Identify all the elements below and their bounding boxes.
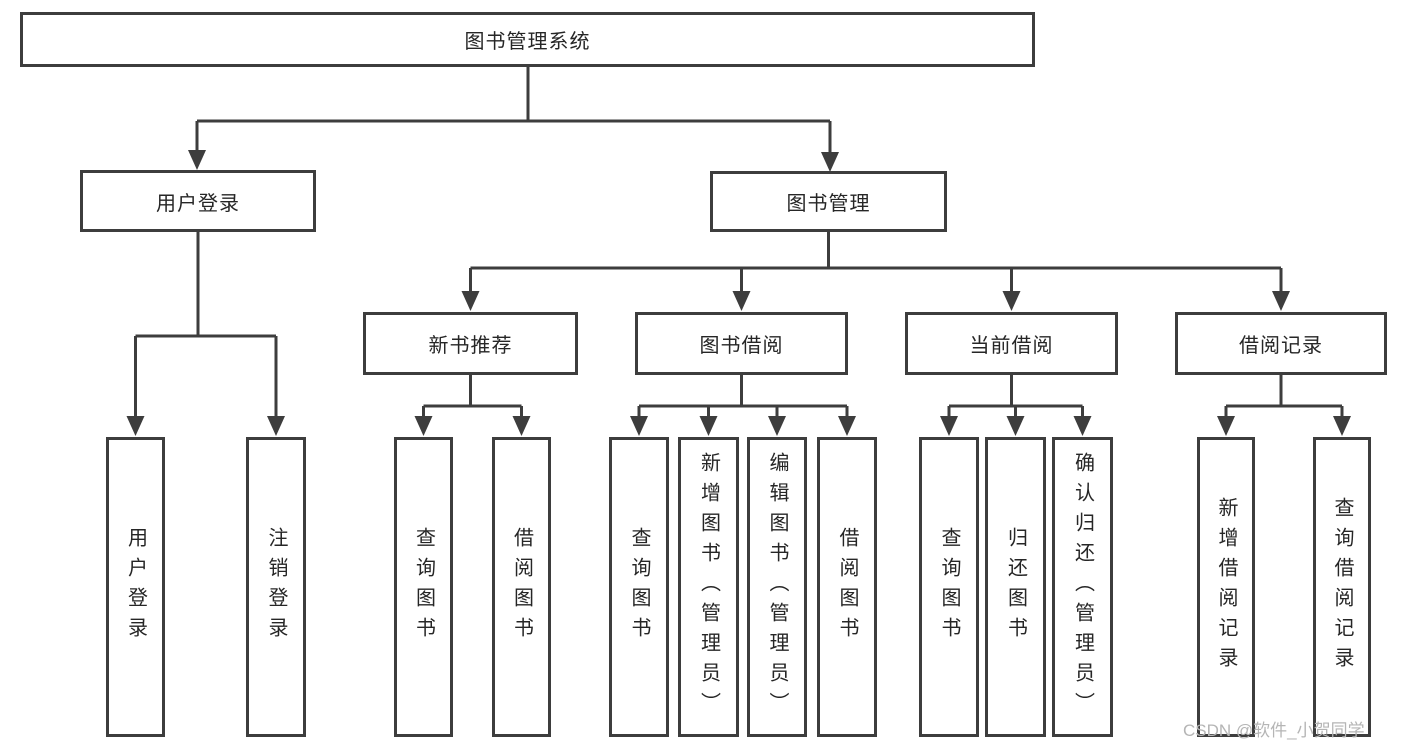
connector-user-login-children: [126, 232, 285, 436]
leaf-query-books-borrow-label: 查询图书: [628, 527, 650, 647]
leaf-logout-label: 注销登录: [265, 527, 287, 647]
node-user-login-label: 用户登录: [156, 192, 240, 215]
leaf-borrow-books: 借阅图书: [817, 437, 877, 737]
connector-current-borrow-children: [940, 375, 1092, 436]
leaf-add-borrow-record: 新增借阅记录: [1197, 437, 1255, 737]
leaf-query-books-recommend-label: 查询图书: [412, 527, 435, 647]
node-current-borrow-label: 当前借阅: [969, 335, 1054, 357]
leaf-user-login: 用户登录: [106, 437, 165, 737]
leaf-edit-books-admin-label: 编辑图书（管理员）: [766, 452, 788, 722]
leaf-borrow-books-recommend-label: 借阅图书: [510, 527, 533, 647]
leaf-add-borrow-record-label: 新增借阅记录: [1215, 497, 1237, 677]
leaf-add-books-admin: 新增图书（管理员）: [678, 437, 739, 737]
leaf-logout: 注销登录: [246, 437, 306, 737]
node-new-book-recommend-label: 新书推荐: [428, 335, 513, 357]
leaf-confirm-return-admin: 确认归还（管理员）: [1052, 437, 1113, 737]
node-new-book-recommend: 新书推荐: [363, 312, 578, 375]
leaf-borrow-books-label: 借阅图书: [836, 527, 858, 647]
leaf-borrow-books-recommend: 借阅图书: [492, 437, 551, 737]
node-current-borrow: 当前借阅: [905, 312, 1118, 375]
leaf-query-borrow-record-label: 查询借阅记录: [1331, 497, 1353, 677]
node-book-mgmt: 图书管理: [710, 171, 947, 232]
leaf-return-books-label: 归还图书: [1004, 527, 1027, 647]
connector-book-borrow-children: [630, 375, 856, 436]
node-user-login: 用户登录: [80, 170, 316, 232]
connector-book-mgmt-to-level3: [461, 232, 1290, 311]
node-book-borrow: 图书借阅: [635, 312, 848, 375]
node-root: 图书管理系统: [20, 12, 1035, 67]
leaf-query-books-borrow: 查询图书: [609, 437, 669, 737]
leaf-query-books-current: 查询图书: [919, 437, 979, 737]
node-book-mgmt-label: 图书管理: [786, 193, 871, 215]
csdn-watermark: CSDN @软件_小贺同学: [1183, 721, 1365, 740]
connector-borrow-records-children: [1217, 375, 1351, 436]
connector-new-book-children: [414, 375, 531, 436]
node-book-borrow-label: 图书借阅: [699, 335, 784, 357]
leaf-user-login-label: 用户登录: [124, 527, 147, 647]
node-root-label: 图书管理系统: [464, 31, 591, 53]
leaf-query-books-recommend: 查询图书: [394, 437, 453, 737]
leaf-query-books-current-label: 查询图书: [938, 527, 960, 647]
leaf-edit-books-admin: 编辑图书（管理员）: [747, 437, 807, 737]
node-borrow-records: 借阅记录: [1175, 312, 1387, 375]
leaf-return-books: 归还图书: [985, 437, 1046, 737]
leaf-confirm-return-admin-label: 确认归还（管理员）: [1071, 452, 1094, 722]
node-borrow-records-label: 借阅记录: [1239, 335, 1323, 357]
leaf-query-borrow-record: 查询借阅记录: [1313, 437, 1371, 737]
connector-root-to-level2: [188, 67, 839, 172]
leaf-add-books-admin-label: 新增图书（管理员）: [697, 452, 720, 722]
